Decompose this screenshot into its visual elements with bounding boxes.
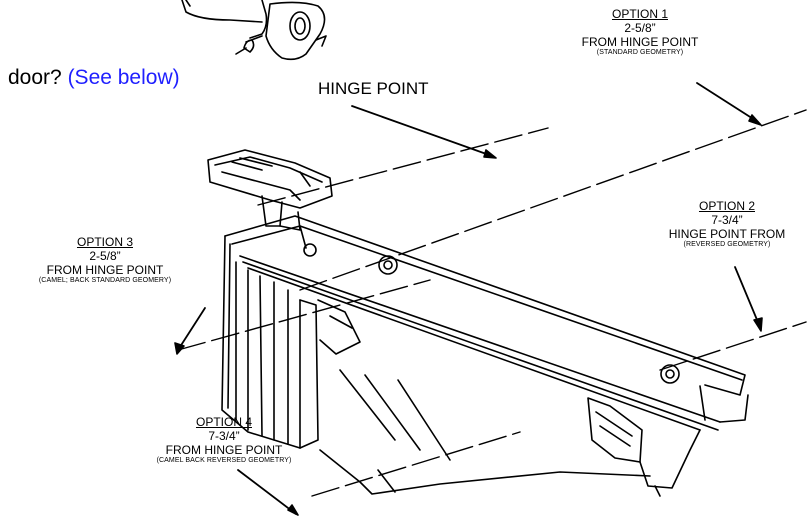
option-2-title: OPTION 2 — [698, 199, 755, 213]
option2-leader — [734, 266, 761, 328]
option-2-note: (REVERSED GEOMETRY) — [683, 241, 771, 249]
option-2-line: HINGE POINT FROM — [668, 226, 786, 241]
option-4-measure: 7-3/4” — [208, 428, 240, 443]
hinge-point-label: HINGE POINT — [318, 79, 429, 98]
option-4-callout: OPTION 4 7-3/4” FROM HINGE POINT (CAMEL … — [134, 415, 314, 465]
hinge-point-leader — [351, 105, 493, 157]
see-below-link[interactable]: (See below) — [67, 66, 180, 89]
option-1-line: FROM HINGE POINT — [581, 34, 699, 49]
intro-question: door? — [8, 66, 62, 89]
option-4-title: OPTION 4 — [195, 415, 252, 429]
option-4-note: (CAMEL BACK REVERSED GEOMETRY) — [156, 457, 292, 465]
option-1-callout: OPTION 1 2-5/8” FROM HINGE POINT (STANDA… — [560, 7, 720, 57]
intro-line: door? (See below) — [8, 66, 180, 90]
option-3-measure: 2-5/8” — [89, 248, 121, 263]
option-3-callout: OPTION 3 2-5/8” FROM HINGE POINT (CAMEL;… — [10, 235, 200, 285]
option-3-note: (CAMEL; BACK STANDARD GEOMERY) — [38, 277, 172, 285]
option4-leader — [237, 469, 297, 515]
option1-leader — [696, 82, 759, 123]
option-2-measure: 7-3/4” — [711, 212, 743, 227]
option-1-note: (STANDARD GEOMETRY) — [596, 49, 684, 57]
bracket-assembly — [207, 149, 749, 497]
option-1-title: OPTION 1 — [611, 7, 668, 21]
option-3-title: OPTION 3 — [76, 235, 133, 249]
option-4-line: FROM HINGE POINT — [165, 442, 283, 457]
option-2-callout: OPTION 2 7-3/4” HINGE POINT FROM (REVERS… — [646, 199, 808, 249]
reference-lines — [177, 109, 807, 497]
option3-leader — [177, 307, 206, 351]
option-1-measure: 2-5/8” — [624, 20, 656, 35]
latch-part-illustration — [181, 0, 327, 61]
option-3-line: FROM HINGE POINT — [46, 262, 164, 277]
